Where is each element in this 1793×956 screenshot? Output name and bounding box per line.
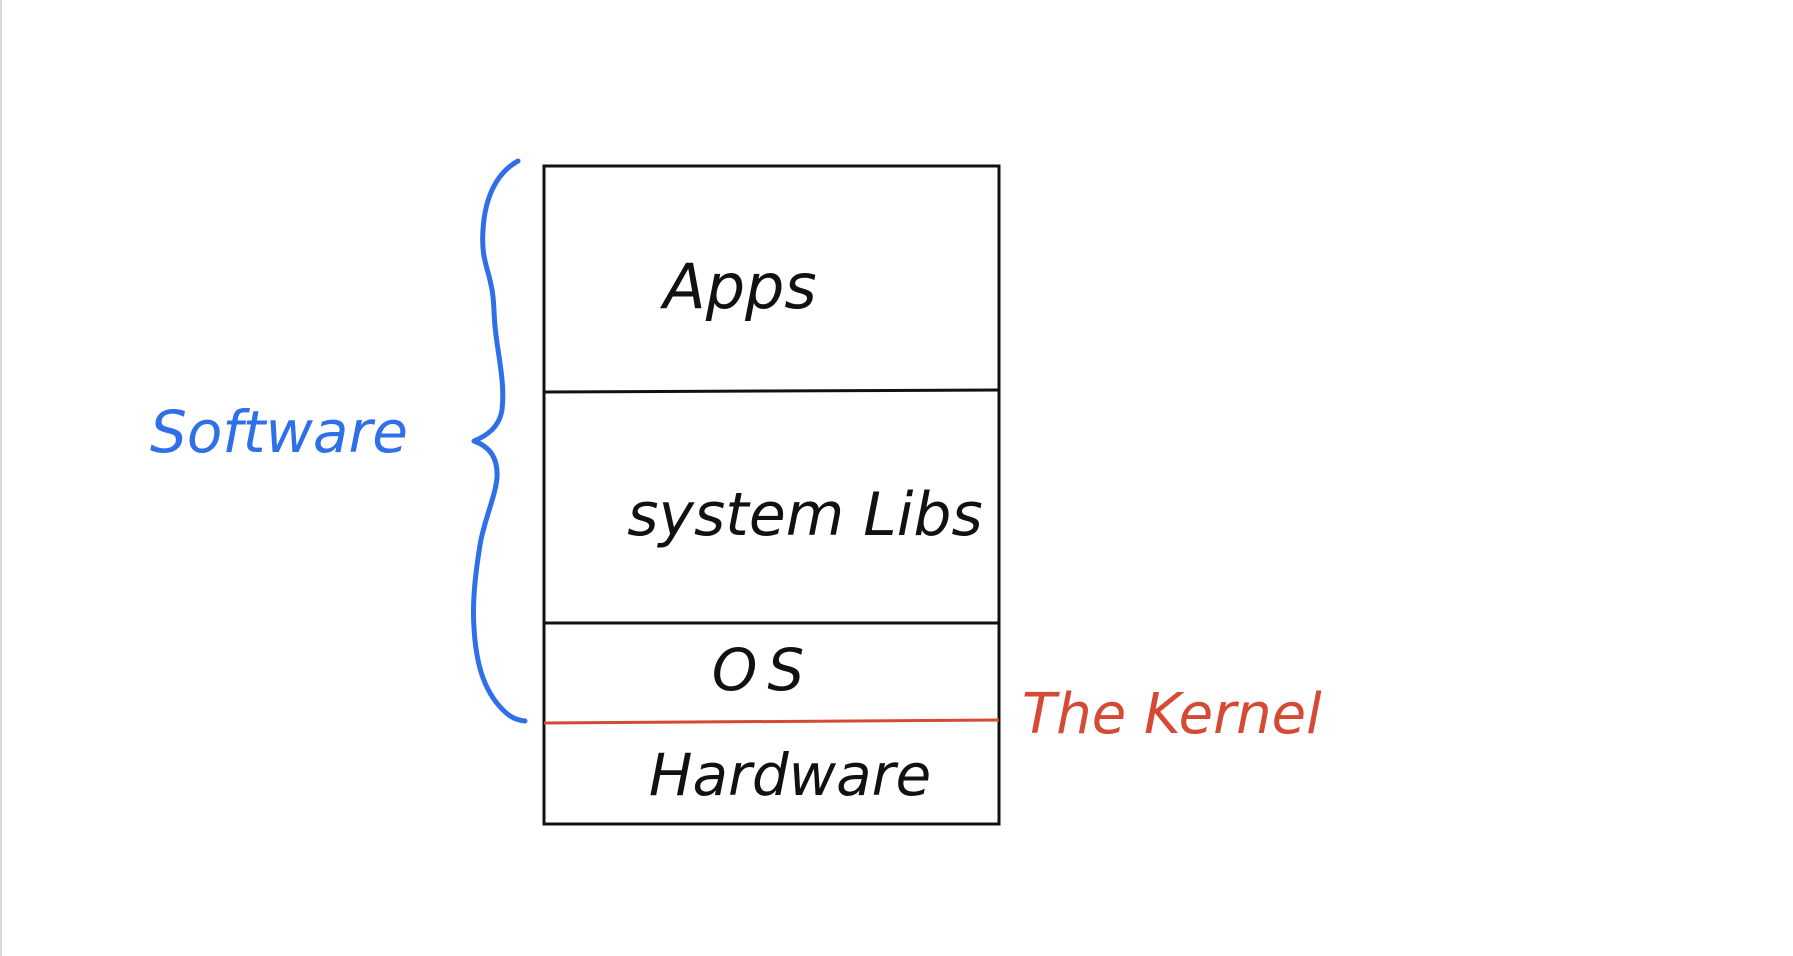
divider-apps-syslibs xyxy=(543,388,1000,394)
kernel-label: The Kernel xyxy=(1022,682,1322,747)
stack-box xyxy=(542,164,1001,826)
layer-label-system-libs: system Libs xyxy=(627,480,982,550)
layer-label-os: OS xyxy=(712,636,814,704)
software-brace xyxy=(470,158,528,724)
software-label: Software xyxy=(150,398,408,466)
canvas-left-edge xyxy=(0,0,2,956)
layer-label-hardware: Hardware xyxy=(649,741,931,809)
layer-label-apps: Apps xyxy=(659,250,816,323)
kernel-boundary-line xyxy=(543,718,1000,725)
